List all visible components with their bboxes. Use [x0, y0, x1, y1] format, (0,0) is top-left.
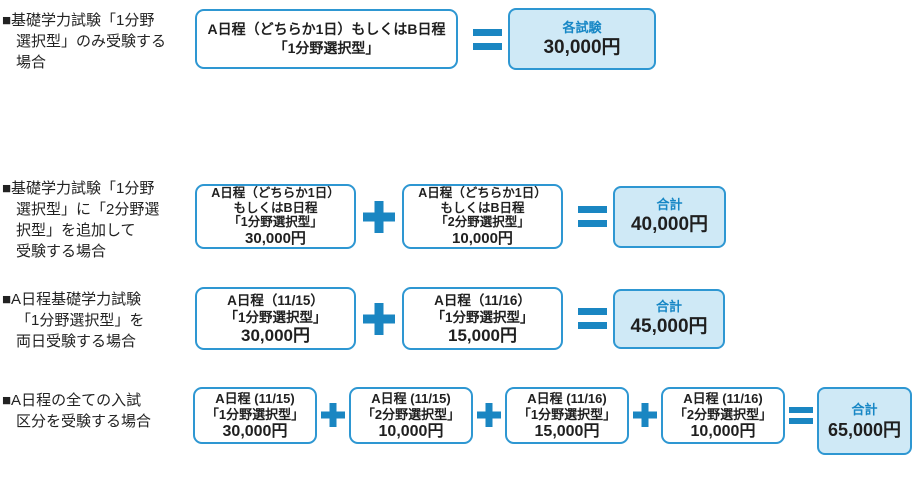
label-line: ■A日程基礎学力試験 — [2, 291, 142, 308]
exam-box-price: 15,000円 — [534, 422, 600, 440]
exam-box-price: 15,000円 — [448, 325, 517, 345]
exam-box-line: 「2分野選択型」 — [361, 406, 461, 422]
label-line: ■基礎学力試験「1分野 — [2, 180, 155, 197]
exam-box: A日程 (11/15) 「2分野選択型」 10,000円 — [349, 387, 473, 444]
exam-box-price: 10,000円 — [690, 422, 756, 440]
exam-box-line: A日程（どちらか1日） — [418, 186, 547, 201]
exam-box-line: A日程 (11/15) — [215, 390, 295, 406]
label-line: 選択型」に「2分野選 — [16, 201, 160, 218]
plus-icon — [363, 303, 395, 335]
exam-box-line: 「1分野選択型」 — [431, 309, 534, 325]
label-line: 「1分野選択型」を — [16, 312, 145, 329]
equals-icon — [578, 308, 607, 329]
exam-box-line: A日程 (11/16) — [527, 390, 607, 406]
exam-box-line: 「2分野選択型」 — [673, 406, 773, 422]
exam-box-line: 「1分野選択型」 — [228, 215, 323, 230]
exam-box-price: 10,000円 — [378, 422, 444, 440]
exam-box: A日程（11/15） 「1分野選択型」 30,000円 — [195, 287, 356, 350]
exam-box: A日程 (11/16) 「1分野選択型」 15,000円 — [505, 387, 629, 444]
exam-box: A日程 (11/15) 「1分野選択型」 30,000円 — [193, 387, 317, 444]
result-caption: 合計 — [656, 197, 683, 212]
exam-box-line: A日程（どちらか1日）もしくはB日程 — [207, 21, 446, 37]
equals-icon — [578, 206, 607, 227]
row-label: ■基礎学力試験「1分野 選択型」のみ受験する 場合 — [2, 10, 166, 73]
exam-box-price: 30,000円 — [222, 422, 288, 440]
exam-box-line: A日程 (11/16) — [683, 390, 763, 406]
result-box: 合計 45,000円 — [613, 288, 725, 349]
fee-equation: A日程 (11/15) 「1分野選択型」 30,000円 A日程 (11/15)… — [193, 387, 912, 455]
exam-box-line: A日程（どちらか1日） — [211, 186, 340, 201]
equals-icon — [789, 407, 813, 424]
exam-box-line: A日程（11/15） — [227, 292, 324, 308]
exam-box-line: A日程 (11/15) — [371, 390, 451, 406]
exam-box-line: 「1分野選択型」 — [273, 40, 380, 56]
plus-icon — [321, 403, 345, 427]
fee-equation: A日程（どちらか1日）もしくはB日程 「1分野選択型」 各試験 30,000円 — [195, 8, 656, 70]
result-caption: 各試験 — [562, 19, 602, 35]
exam-box-line: 「1分野選択型」 — [517, 406, 617, 422]
label-line: 択型」を追加して — [16, 222, 136, 239]
exam-box-line: もしくはB日程 — [233, 200, 318, 215]
result-amount: 45,000円 — [630, 316, 708, 337]
result-caption: 合計 — [655, 299, 682, 314]
plus-icon — [633, 403, 657, 427]
label-line: 場合 — [16, 54, 47, 71]
exam-box: A日程（どちらか1日） もしくはB日程 「2分野選択型」 10,000円 — [402, 184, 563, 249]
row-label: ■基礎学力試験「1分野 選択型」に「2分野選 択型」を追加して 受験する場合 — [2, 178, 159, 262]
exam-box: A日程 (11/16) 「2分野選択型」 10,000円 — [661, 387, 785, 444]
exam-box-price: 10,000円 — [452, 229, 513, 247]
exam-box: A日程（11/16） 「1分野選択型」 15,000円 — [402, 287, 563, 350]
label-line: 選択型」のみ受験する — [16, 33, 167, 50]
exam-box-price: 30,000円 — [245, 229, 306, 247]
result-box: 合計 65,000円 — [817, 387, 912, 455]
exam-box-line: A日程（11/16） — [434, 292, 531, 308]
result-amount: 40,000円 — [630, 214, 709, 235]
row-label: ■A日程の全ての入試 区分を受験する場合 — [2, 390, 151, 432]
result-amount: 30,000円 — [543, 36, 621, 58]
result-box: 各試験 30,000円 — [508, 8, 656, 70]
label-line: 受験する場合 — [16, 243, 107, 260]
result-box: 合計 40,000円 — [613, 185, 726, 248]
label-line: 両日受験する場合 — [16, 333, 137, 350]
exam-box-line: 「1分野選択型」 — [205, 406, 305, 422]
equals-icon — [473, 28, 502, 50]
fee-equation: A日程（どちらか1日） もしくはB日程 「1分野選択型」 30,000円 A日程… — [195, 184, 726, 249]
exam-box-price: 30,000円 — [241, 325, 310, 345]
row-label: ■A日程基礎学力試験 「1分野選択型」を 両日受験する場合 — [2, 289, 144, 352]
fee-equation: A日程（11/15） 「1分野選択型」 30,000円 A日程（11/16） 「… — [195, 287, 725, 350]
result-caption: 合計 — [851, 401, 878, 417]
label-line: 区分を受験する場合 — [16, 413, 152, 430]
exam-box: A日程（どちらか1日）もしくはB日程 「1分野選択型」 — [195, 9, 458, 69]
exam-box-line: 「1分野選択型」 — [224, 309, 327, 325]
exam-box-line: もしくはB日程 — [440, 200, 525, 215]
result-amount: 65,000円 — [827, 419, 902, 440]
exam-box: A日程（どちらか1日） もしくはB日程 「1分野選択型」 30,000円 — [195, 184, 356, 249]
label-line: ■A日程の全ての入試 — [2, 392, 142, 409]
exam-box-line: 「2分野選択型」 — [435, 215, 530, 230]
plus-icon — [363, 201, 395, 233]
label-line: ■基礎学力試験「1分野 — [2, 12, 155, 29]
plus-icon — [477, 403, 501, 427]
